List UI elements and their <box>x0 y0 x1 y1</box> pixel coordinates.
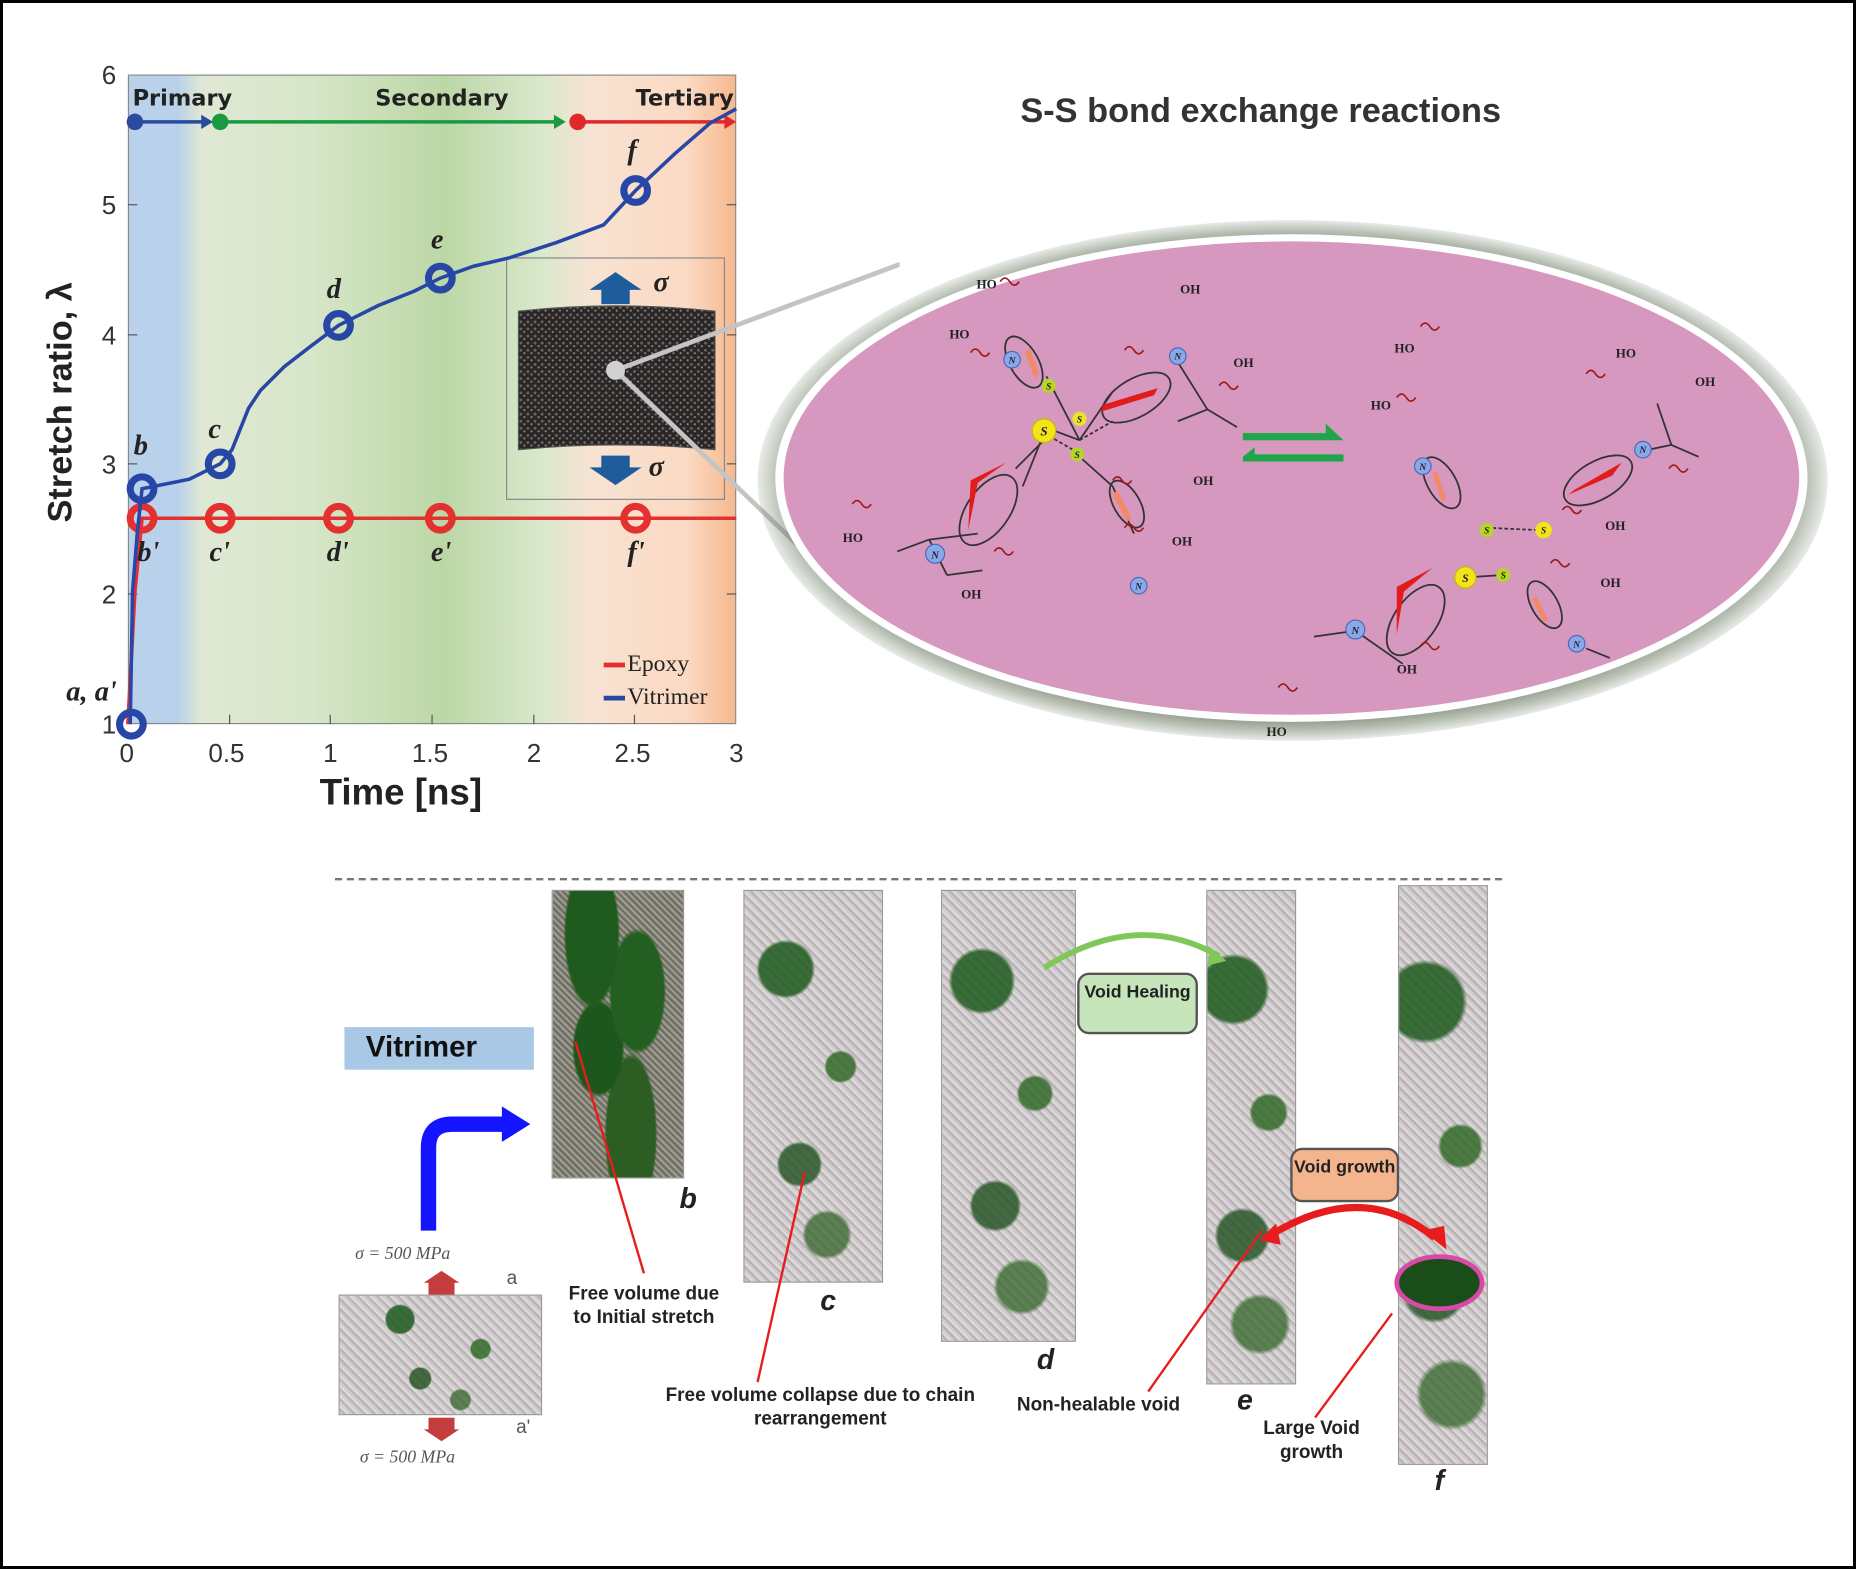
void-healing-tag: Void Healing <box>1077 972 1198 1035</box>
svg-text:S: S <box>1046 382 1051 392</box>
svg-text:OH: OH <box>961 587 981 602</box>
callout-collapse: Free volume collapse due to chain rearra… <box>665 1385 976 1430</box>
point-label-c-prime: c' <box>209 537 231 568</box>
svg-text:HO: HO <box>977 277 997 292</box>
void-growth-tag: Void growth <box>1290 1147 1400 1203</box>
phase-primary-label: Primary <box>132 85 233 112</box>
snapshot-a <box>338 1294 543 1416</box>
bent-arrow-icon <box>420 1106 531 1231</box>
svg-text:N: N <box>1639 446 1648 456</box>
svg-text:HO: HO <box>1371 397 1391 412</box>
point-label-c: c <box>208 414 221 445</box>
x-tick: 1.5 <box>411 738 449 768</box>
svg-text:OH: OH <box>1193 473 1213 488</box>
stress-top-label: σ = 500 MPa <box>355 1244 451 1264</box>
y-tick: 6 <box>101 60 117 90</box>
snapshot-e-label: e <box>1236 1384 1253 1417</box>
sigma-top-label: σ <box>653 267 669 299</box>
epoxy-markers <box>126 502 652 534</box>
svg-text:S: S <box>1077 415 1082 425</box>
callout-large-void: Large Void growth <box>1263 1418 1360 1463</box>
x-tick: 0.5 <box>208 738 245 768</box>
svg-text:N: N <box>1173 353 1182 363</box>
svg-text:OH: OH <box>1180 281 1200 296</box>
arrow-up-icon <box>423 1270 460 1295</box>
svg-text:N: N <box>930 551 939 562</box>
point-label-a: a, a' <box>66 676 117 708</box>
reaction-ellipse <box>783 241 1800 715</box>
sigma-bottom-label: σ <box>648 452 664 483</box>
svg-text:HO: HO <box>843 530 863 545</box>
svg-text:HO: HO <box>1394 341 1414 356</box>
point-label-f-prime: f' <box>627 537 645 568</box>
x-tick: 3 <box>729 738 744 768</box>
arrow-down-icon <box>423 1417 460 1442</box>
svg-text:N: N <box>1350 626 1359 637</box>
point-label-e: e <box>430 224 444 256</box>
vitrimer-markers <box>116 175 652 740</box>
x-tick: 2 <box>526 738 542 768</box>
point-label-f: f <box>627 136 637 167</box>
point-label-e-prime: e' <box>430 537 452 568</box>
x-tick: 1 <box>323 738 338 768</box>
svg-text:OH: OH <box>1695 374 1715 389</box>
snapshot-a-label: a <box>506 1268 518 1289</box>
callout-initial-stretch: Free volume due to Initial stretch <box>568 1283 720 1328</box>
svg-text:HO: HO <box>949 326 969 341</box>
svg-text:OH: OH <box>1600 575 1620 590</box>
svg-text:N: N <box>1008 356 1017 366</box>
stress-bottom-label: σ = 500 MPa <box>359 1448 456 1468</box>
y-tick: 3 <box>101 449 117 480</box>
x-tick: 0 <box>119 738 135 768</box>
snapshot-b-label: b <box>679 1183 697 1216</box>
y-tick: 2 <box>101 579 117 610</box>
point-label-b-prime: b' <box>137 537 160 568</box>
legend-epoxy: Epoxy <box>627 650 690 677</box>
svg-text:N: N <box>1418 463 1427 473</box>
svg-text:OH: OH <box>1605 518 1625 533</box>
snapshot-e <box>1206 889 1297 1385</box>
svg-text:HO: HO <box>1616 345 1636 360</box>
phase-secondary-label: Secondary <box>375 85 509 112</box>
molecule-svg: S S S S N N N N S S S S N N N N HO HO OH O… <box>843 277 1716 739</box>
legend-vitrimer: Vitrimer <box>627 683 708 710</box>
point-label-b: b <box>133 430 148 462</box>
reaction-title: S-S bond exchange reactions <box>1020 92 1502 131</box>
x-axis-label: Time [ns] <box>319 771 483 813</box>
phase-tertiary-label: Tertiary <box>635 85 734 112</box>
svg-text:OH: OH <box>1233 355 1253 370</box>
point-label-d-prime: d' <box>326 537 349 568</box>
point-label-d: d <box>326 274 341 306</box>
snapshot-c <box>743 889 884 1283</box>
svg-text:N: N <box>1572 640 1581 650</box>
svg-text:N: N <box>1134 582 1143 592</box>
snapshot-d-label: d <box>1036 1344 1055 1377</box>
x-tick: 2.5 <box>614 738 651 768</box>
vitrimer-label: Vitrimer <box>365 1030 478 1064</box>
y-tick: 1 <box>101 709 117 740</box>
svg-text:S: S <box>1541 527 1546 537</box>
svg-text:S: S <box>1484 527 1489 537</box>
svg-text:OH: OH <box>1172 534 1192 549</box>
svg-text:S: S <box>1462 571 1469 585</box>
svg-text:S: S <box>1075 451 1080 461</box>
snapshot-f-label: f <box>1434 1464 1445 1497</box>
svg-text:OH: OH <box>1397 661 1417 676</box>
svg-text:S: S <box>1040 423 1047 438</box>
snapshot-a-prime-label: a' <box>516 1417 531 1438</box>
svg-text:S: S <box>1501 572 1506 582</box>
vitrimer-label-box: Vitrimer <box>344 1027 534 1070</box>
snapshot-b <box>551 889 685 1179</box>
callout-non-healable: Non-healable void <box>1016 1395 1181 1416</box>
y-tick: 4 <box>101 320 117 351</box>
svg-text:HO: HO <box>1267 724 1287 739</box>
snapshot-c-label: c <box>820 1285 837 1318</box>
separator-dashed-line <box>334 878 1503 881</box>
phase-arrows <box>126 113 737 131</box>
y-tick: 5 <box>101 190 117 221</box>
